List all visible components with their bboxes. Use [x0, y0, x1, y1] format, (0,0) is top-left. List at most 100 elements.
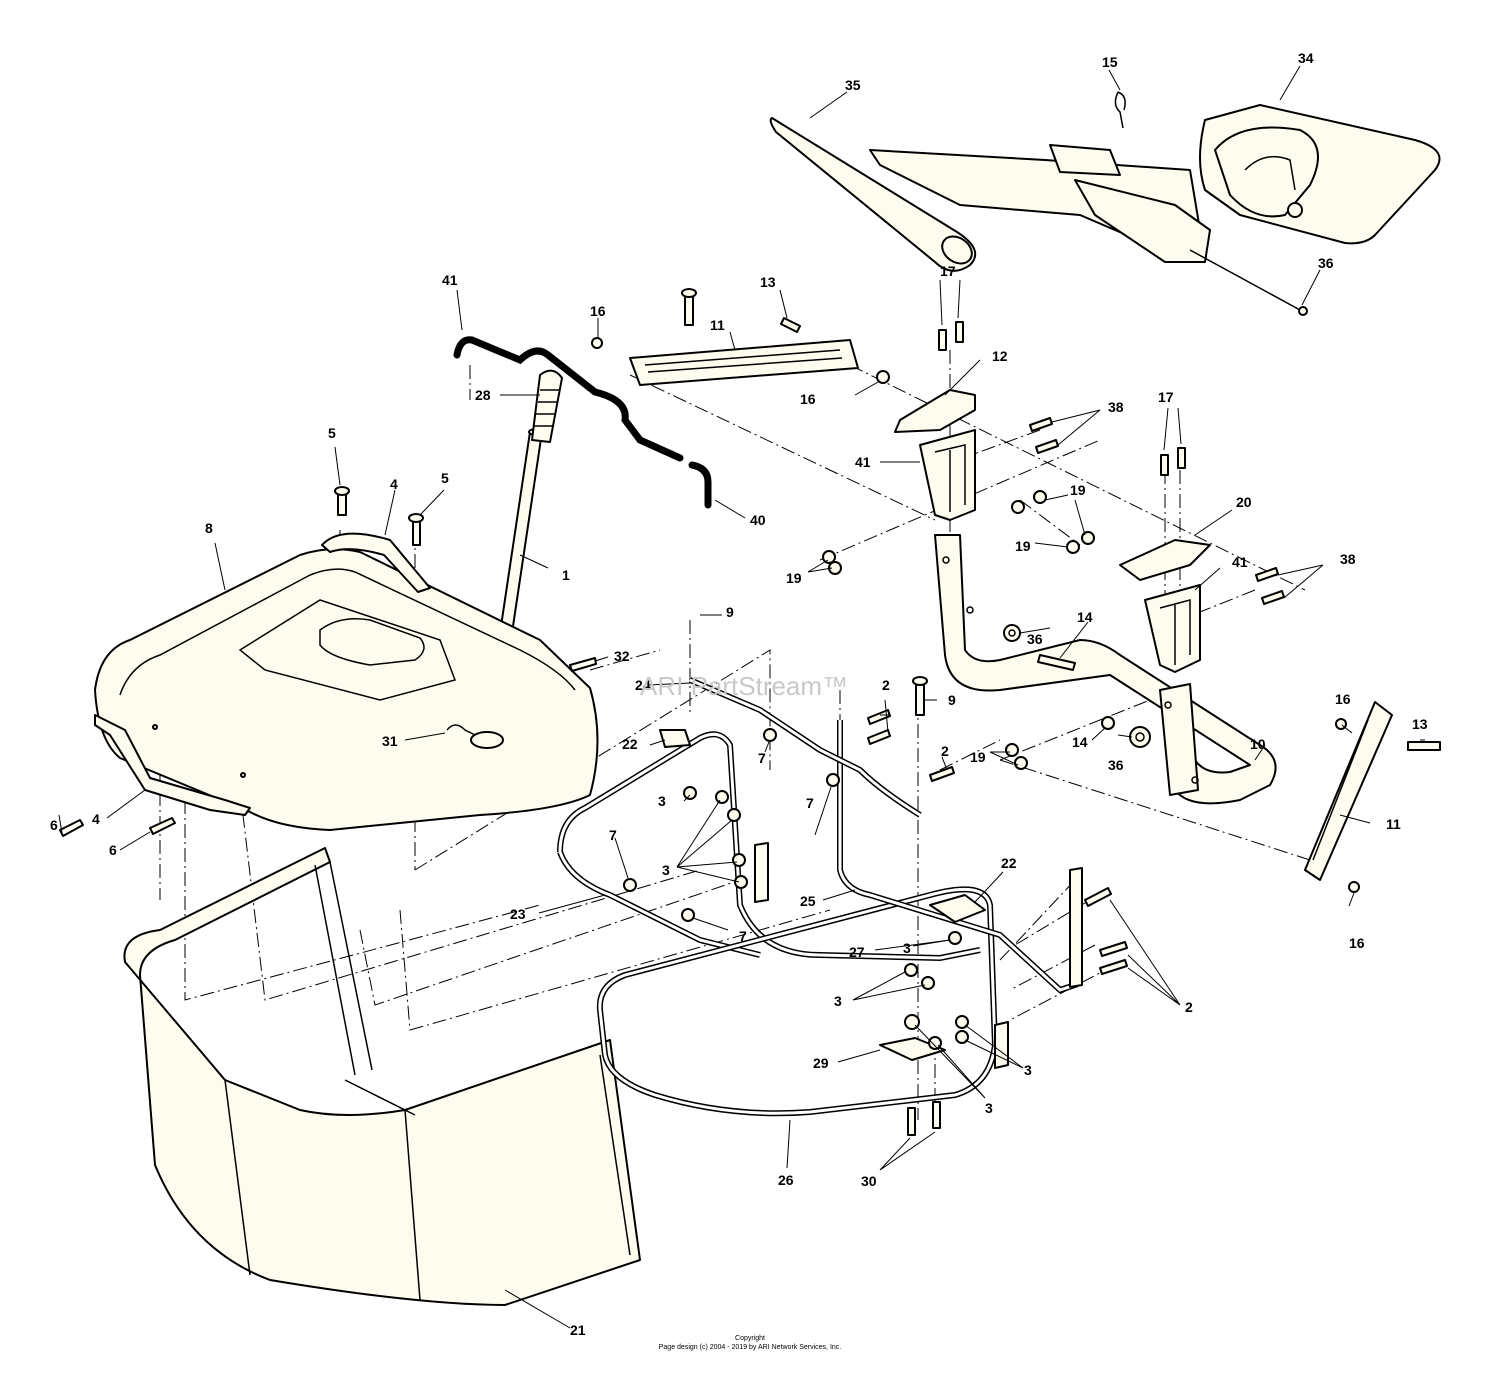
callout-label: 36 [1318, 255, 1334, 271]
bent-rod-39 [453, 336, 684, 462]
bolt-2a [867, 709, 891, 725]
callout-label: 22 [1001, 855, 1017, 871]
callout-label: 3 [985, 1100, 993, 1116]
strap-11-right [1304, 701, 1393, 881]
callout-label: 16 [590, 303, 606, 319]
callout-label: 13 [760, 274, 776, 290]
callout-label: 30 [861, 1173, 877, 1189]
arm-bracket-front [1074, 179, 1211, 263]
callout-label: 2 [882, 677, 890, 693]
callout-label: 28 [475, 387, 491, 403]
callout-label: 3 [834, 993, 842, 1009]
callout-label: 5 [328, 425, 336, 441]
clip-20 [1119, 539, 1211, 581]
callout-label: 11 [710, 317, 725, 333]
callout-label: 3 [658, 793, 666, 809]
bag-support-bracket [934, 534, 1277, 805]
callout-label: 23 [510, 906, 526, 922]
nut-19f [1066, 540, 1080, 554]
callout-label: 14 [1077, 609, 1093, 625]
callout-label: 4 [92, 811, 100, 827]
callout-label: 16 [800, 391, 816, 407]
bolt-6a [59, 819, 84, 837]
bolt-17a [938, 329, 947, 351]
footer-copyright: Copyright [735, 1335, 765, 1342]
bolt-2c [929, 766, 955, 782]
callout-label: 7 [806, 795, 814, 811]
nut-19g [1005, 743, 1019, 757]
grip-28 [531, 369, 563, 443]
callout-label: 3 [662, 862, 670, 878]
hairpin-pin-15 [1114, 91, 1126, 129]
nut-3a [683, 786, 697, 800]
bolt-9b [915, 682, 925, 716]
bracket-10 [934, 534, 1277, 805]
bolt-5a [337, 492, 347, 516]
nut-16d [1348, 881, 1360, 893]
washer-36b [1129, 726, 1151, 748]
callout-label: 4 [390, 476, 398, 492]
callout-label: 12 [992, 348, 1008, 364]
footer-page-design: Page design (c) 2004 - 2019 by ARI Netwo… [659, 1344, 842, 1351]
callout-label: 3 [903, 940, 911, 956]
callout-label: 36 [1108, 757, 1124, 773]
callout-label: 40 [750, 512, 766, 528]
latch-knob [1287, 202, 1303, 218]
bolt-2f [1099, 959, 1128, 975]
bolt-30b [932, 1101, 941, 1129]
callout-label: 38 [1108, 399, 1124, 415]
bag-21 [123, 847, 641, 1306]
callout-label: 34 [1298, 50, 1314, 66]
callout-label: 6 [109, 842, 117, 858]
strap-11-top [629, 339, 859, 386]
callout-label: 24 [635, 677, 651, 693]
callout-label: 3 [1024, 1062, 1032, 1078]
frame-26 [596, 886, 999, 1117]
washer-36a [1003, 624, 1021, 642]
callout-label: 22 [622, 736, 638, 752]
bolt-30a [907, 1107, 916, 1136]
callout-label: 10 [1250, 736, 1266, 752]
bolt-14 [1037, 654, 1076, 671]
callout-label: 2 [941, 743, 949, 759]
callout-label: 7 [758, 750, 766, 766]
nut-3e [734, 875, 748, 889]
sleeve-41a [919, 429, 976, 521]
callout-label: 35 [845, 77, 861, 93]
callout-label: 16 [1335, 691, 1351, 707]
callout-label: 19 [1070, 482, 1086, 498]
callout-label: 20 [1236, 494, 1252, 510]
bracket-22a [659, 729, 691, 748]
nut-3b [715, 790, 729, 804]
nut-3c [727, 808, 741, 822]
callout-label: 11 [1386, 816, 1401, 832]
callout-label: 2 [1185, 999, 1193, 1015]
bolt-38a [1029, 417, 1053, 432]
grass-bag [123, 847, 641, 1306]
callout-label: 31 [382, 733, 398, 749]
callout-label: 29 [813, 1055, 829, 1071]
bolt-2d [1084, 887, 1112, 907]
callout-label: 25 [800, 893, 816, 909]
bolt-2b [867, 729, 891, 745]
nut-19e [1081, 531, 1095, 545]
washer-14 [1101, 716, 1115, 730]
callout-label: 16 [1349, 935, 1365, 951]
callout-label: 1 [562, 567, 570, 583]
handle-bar [769, 117, 977, 272]
nut-16a [591, 337, 603, 349]
bolt-13b [1407, 741, 1441, 751]
callout-label: 27 [849, 944, 865, 960]
nut-19h [1014, 756, 1028, 770]
handle-assembly [769, 91, 1441, 316]
bolt-9a [684, 294, 694, 326]
callout-labels: 35 15 34 36 41 28 40 1 11 16 13 16 17 12… [50, 50, 1428, 1338]
bolt-6b [149, 817, 176, 835]
bolt-38d [1261, 590, 1285, 605]
callout-label: 26 [778, 1172, 794, 1188]
callout-label: 14 [1072, 734, 1088, 750]
callout-label: 36 [1027, 631, 1043, 647]
bolt-17b [955, 321, 964, 343]
bag-frames [557, 677, 1083, 1117]
